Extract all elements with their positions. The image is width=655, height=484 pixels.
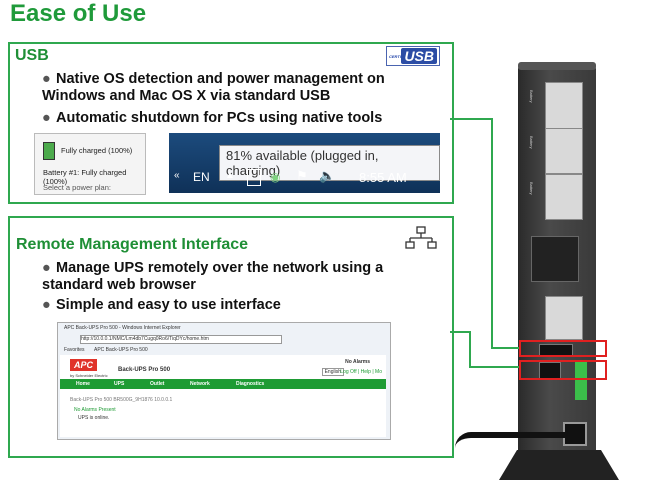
outlet-label-1: Battery xyxy=(529,90,534,103)
connector-usb-v xyxy=(491,118,493,349)
connector-remote-h2 xyxy=(469,366,519,368)
outlet-1 xyxy=(545,82,583,130)
notification-chevron-icon[interactable]: « xyxy=(174,170,180,181)
alarm-status: No Alarms xyxy=(345,359,370,365)
certified-label: CERTIFIED xyxy=(389,54,411,59)
volume-icon[interactable]: 🔈 xyxy=(319,168,336,183)
battery-status: Fully charged (100%) xyxy=(61,146,133,155)
connector-remote-v xyxy=(469,331,471,368)
ups-stand xyxy=(499,450,619,480)
nav-outlet[interactable]: Outlet xyxy=(150,381,165,387)
green-indicator xyxy=(575,360,587,400)
power-plan-label: Select a power plan: xyxy=(43,183,111,192)
nav-diagnostics[interactable]: Diagnostics xyxy=(236,381,265,387)
language-select[interactable]: English xyxy=(321,368,344,376)
product-name: Back-UPS Pro 500 xyxy=(118,367,171,373)
usb-heading: USB xyxy=(15,47,49,64)
apc-logo: APC xyxy=(70,359,98,371)
connector-usb-h2 xyxy=(491,347,519,349)
device-info: Back-UPS Pro 500 BR500G_9H1876 10.0.0.1 xyxy=(70,397,173,403)
address-bar[interactable]: http://10.0.0.1/NMC/Lm4db7Cugq0Ro6/TiqDY… xyxy=(80,335,282,344)
outlet-2 xyxy=(545,128,583,174)
battery-popup: Fully charged (100%) Battery #1: Fully c… xyxy=(34,133,146,195)
status-online: UPS is online. xyxy=(78,415,110,421)
ups-top xyxy=(518,62,596,70)
network-port-highlight xyxy=(519,360,607,380)
flag-icon[interactable]: ⚑ xyxy=(296,168,308,183)
outlet-label-3: Battery xyxy=(529,182,534,195)
outlet-3 xyxy=(545,174,583,220)
connector-usb-h1 xyxy=(450,118,492,120)
power-cable xyxy=(455,432,565,448)
outlet-4 xyxy=(545,296,583,340)
page-content: APC by Schneider Electric Back-UPS Pro 5… xyxy=(60,355,386,437)
apc-logo-sub: by Schneider Electric xyxy=(70,373,108,378)
usb-bullet-1: ●Native OS detection and power managemen… xyxy=(42,71,385,104)
ups-device: Battery Battery Battery xyxy=(455,60,655,484)
language-indicator[interactable]: EN xyxy=(193,170,210,184)
power-plug-icon[interactable] xyxy=(247,169,261,186)
header-links[interactable]: Log Off | Help | Mo xyxy=(340,369,382,375)
usb-label: USB xyxy=(401,48,437,64)
battery-tooltip: 81% available (plugged in, charging) xyxy=(219,145,440,181)
status-alarms: No Alarms Present xyxy=(74,407,116,413)
connector-remote-h1 xyxy=(450,331,470,333)
up-arrow-icon[interactable]: ▲ xyxy=(225,170,235,181)
usb-bullet-2: ●Automatic shutdown for PCs using native… xyxy=(42,110,383,126)
usb-bullet-2-text: Automatic shutdown for PCs using native … xyxy=(56,110,383,126)
page-title: Ease of Use xyxy=(10,0,147,27)
network-icon[interactable]: ◉ xyxy=(270,170,281,184)
remote-bullet-2: ●Simple and easy to use interface xyxy=(42,297,281,313)
power-switch xyxy=(563,422,587,446)
nav-network[interactable]: Network xyxy=(190,381,210,387)
network-topology-icon xyxy=(404,226,438,250)
certified-usb-badge: CERTIFIED USB xyxy=(386,46,440,66)
battery-icon xyxy=(43,142,55,160)
battery-line: Battery #1: Fully charged (100%) xyxy=(43,168,127,186)
usb-port-highlight xyxy=(519,340,607,357)
network-port xyxy=(531,236,579,282)
nav-ups[interactable]: UPS xyxy=(114,381,125,387)
remote-bullet-2-text: Simple and easy to use interface xyxy=(56,297,281,313)
clock-time[interactable]: 8:55 AM xyxy=(359,170,407,185)
outlet-label-2: Battery xyxy=(529,136,534,149)
remote-bullet-1: ●Manage UPS remotely over the network us… xyxy=(42,260,384,293)
remote-heading: Remote Management Interface xyxy=(16,236,249,253)
usb-bullet-1-text: Native OS detection and power management… xyxy=(42,71,385,104)
browser-window: APC Back-UPS Pro 500 - Windows Internet … xyxy=(57,322,391,440)
remote-bullet-1-text: Manage UPS remotely over the network usi… xyxy=(42,260,384,293)
nav-bar: Home UPS Outlet Network Diagnostics xyxy=(60,379,386,389)
nav-home[interactable]: Home xyxy=(76,381,90,387)
browser-tab[interactable]: APC Back-UPS Pro 500 xyxy=(94,347,148,353)
windows-taskbar: 81% available (plugged in, charging) « E… xyxy=(169,133,440,193)
browser-title: APC Back-UPS Pro 500 - Windows Internet … xyxy=(64,325,181,331)
favorites-label[interactable]: Favorites xyxy=(64,347,85,353)
